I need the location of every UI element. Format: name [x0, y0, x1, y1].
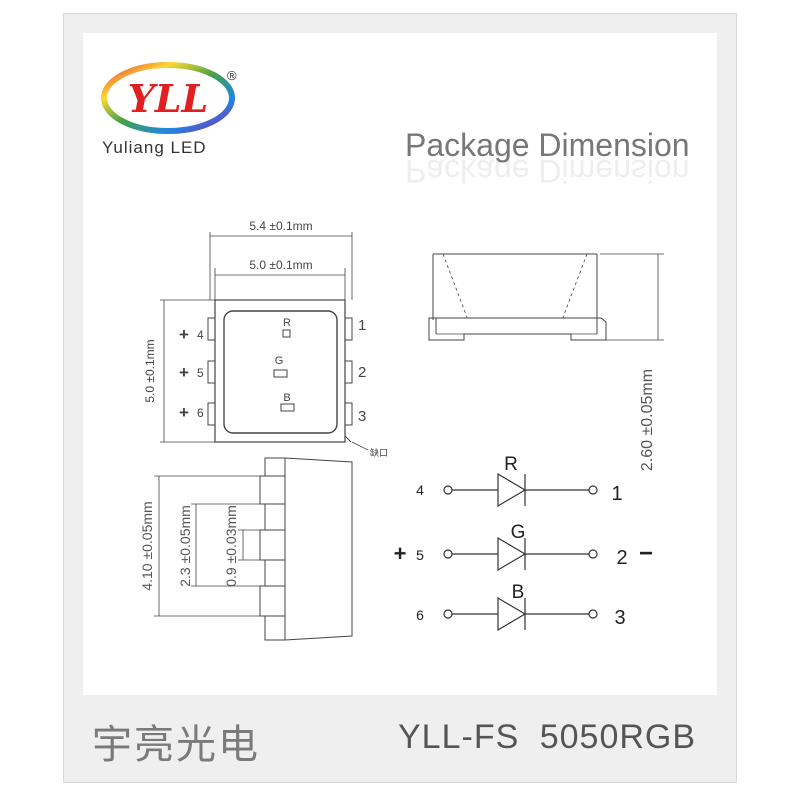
circuit-pin-3: 3: [614, 607, 625, 629]
notch-label: 缺口: [370, 447, 388, 458]
company-name: Yuliang LED: [102, 138, 207, 157]
diode-b: [497, 596, 527, 632]
side-base: [428, 317, 607, 341]
dim-pad-label: 0.9 ±0.03mm: [223, 505, 239, 587]
chip-b-label: B: [283, 392, 290, 404]
terminal-5: [443, 549, 453, 559]
page-title: Package Dimension: [405, 127, 690, 163]
footer-chinese-name: 宇亮光电: [92, 722, 260, 768]
bottom-pad: [259, 475, 286, 505]
pin-4: [207, 317, 216, 341]
terminal-2: [588, 549, 598, 559]
company-logo: YLL ®: [101, 62, 237, 134]
bottom-view: [154, 457, 353, 641]
plus-symbol: +: [179, 403, 189, 422]
pin-2: [344, 360, 353, 384]
chip-r: [282, 329, 291, 338]
terminal-3: [588, 609, 598, 619]
bottom-pad: [259, 585, 286, 617]
plus-symbol: +: [179, 325, 189, 344]
bottom-pad: [264, 559, 286, 587]
plus-terminal-symbol: +: [394, 541, 407, 566]
diode-g-label: G: [511, 522, 526, 543]
notch-mark: [344, 435, 352, 443]
chip-b: [280, 403, 295, 412]
pin-label-5: 5: [197, 366, 204, 380]
bottom-pad: [264, 457, 286, 477]
diode-g: [497, 536, 527, 572]
circuit-pin-4: 4: [416, 482, 424, 498]
bottom-pad: [259, 529, 286, 561]
circuit-schematic: [443, 472, 598, 632]
chip-g-label: G: [275, 355, 284, 367]
dim-length-label: 4.10 ±0.05mm: [139, 501, 155, 590]
top-view: [160, 232, 369, 451]
circuit-pin-6: 6: [416, 607, 424, 623]
pin-label-6: 6: [197, 406, 204, 420]
reflector-hidden-line: [442, 253, 469, 321]
reflector-hidden-line: [561, 253, 588, 321]
pin-6: [207, 402, 216, 426]
pin-5: [207, 360, 216, 384]
notch-leader: [351, 441, 369, 451]
terminal-1: [588, 485, 598, 495]
terminal-4: [443, 485, 453, 495]
package-body: [214, 299, 346, 443]
chip-g: [273, 369, 288, 378]
bottom-pad: [264, 503, 286, 531]
diode-r: [497, 472, 527, 508]
circuit-pin-2: 2: [616, 547, 627, 569]
pin-label-2: 2: [358, 364, 366, 381]
bottom-body: [284, 457, 353, 641]
logo-ring: [101, 62, 235, 134]
bottom-pad: [264, 615, 286, 641]
chip-r-label: R: [283, 317, 291, 329]
logo-mark: YLL: [128, 76, 209, 121]
terminal-6: [443, 609, 453, 619]
dim-outer-width-label: 5.4 ±0.1mm: [249, 219, 312, 233]
drawing-area: [83, 33, 717, 695]
circuit-pin-1: 1: [611, 483, 622, 505]
diode-r-label: R: [504, 454, 518, 475]
pin-1: [344, 317, 353, 341]
pin-label-4: 4: [197, 328, 204, 342]
minus-terminal-symbol: −: [639, 540, 653, 567]
diode-b-label: B: [512, 582, 525, 603]
dim-pitch-label: 2.3 ±0.05mm: [177, 505, 193, 587]
registered-mark: ®: [227, 68, 237, 83]
pin-label-1: 1: [358, 317, 366, 334]
footer-model-number: YLL-FS 5050RGB: [398, 718, 697, 756]
side-view: [428, 253, 664, 341]
dim-height-label: 5.0 ±0.1mm: [143, 339, 157, 402]
dim-side-height-label: 2.60 ±0.05mm: [639, 369, 656, 471]
title-reflection: Package Dimension: [405, 153, 690, 189]
pin-3: [344, 402, 353, 426]
lens-outline: [223, 310, 338, 434]
plus-symbol: +: [179, 363, 189, 382]
pin-label-3: 3: [358, 408, 366, 425]
circuit-pin-5: 5: [416, 547, 424, 563]
dim-inner-width-label: 5.0 ±0.1mm: [249, 258, 312, 272]
